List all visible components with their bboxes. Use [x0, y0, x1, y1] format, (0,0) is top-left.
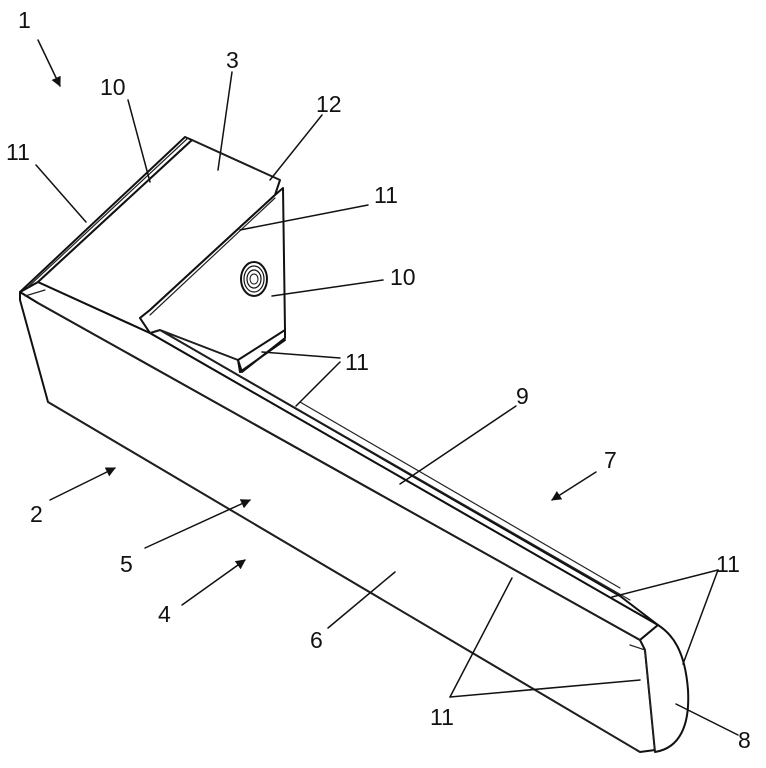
threaded-hole [240, 261, 268, 297]
label-11-inner: 11 [345, 349, 369, 375]
label-11-upper: 11 [374, 182, 398, 208]
label-1: 1 [18, 7, 31, 33]
leader-11-bottom-a [449, 577, 513, 698]
leader-11-inner-b [295, 361, 341, 407]
label-12: 12 [316, 91, 342, 117]
leader-11-inner-a [261, 351, 341, 359]
label-11-left: 11 [6, 139, 30, 165]
reference-labels: 1 10 3 12 11 11 10 11 9 7 2 5 4 6 11 11 … [6, 7, 751, 753]
leader-10-top [127, 99, 151, 183]
leader-lines [35, 39, 739, 736]
label-9: 9 [516, 383, 529, 409]
leader-10-side [271, 279, 384, 297]
label-6: 6 [310, 627, 323, 653]
label-4: 4 [158, 601, 171, 627]
leader-8 [675, 703, 739, 736]
leader-12 [269, 114, 323, 181]
arm-top-chamfer [19, 281, 659, 641]
arm-front-face [19, 291, 656, 753]
leader-7 [551, 471, 597, 501]
label-7: 7 [604, 447, 617, 473]
leader-1 [37, 39, 61, 87]
label-10-side: 10 [390, 264, 416, 290]
leader-3 [217, 71, 233, 171]
leader-2 [49, 467, 116, 501]
leader-11-bottom-b [449, 679, 641, 698]
leader-5 [144, 499, 251, 549]
leader-11-left [35, 164, 87, 223]
label-8: 8 [738, 727, 751, 753]
leader-4 [181, 559, 246, 606]
label-10-top: 10 [100, 74, 126, 100]
leader-6 [327, 571, 396, 629]
label-5: 5 [120, 551, 133, 577]
label-2: 2 [30, 501, 43, 527]
label-3: 3 [226, 47, 239, 73]
label-11-bottom: 11 [430, 704, 454, 730]
leader-9 [399, 405, 517, 485]
leader-11-upper [239, 204, 369, 231]
block-underside [237, 329, 286, 373]
bracket-body [19, 136, 690, 753]
leader-11-end-b [682, 569, 719, 665]
label-11-end: 11 [716, 551, 740, 577]
leader-11-end-a [611, 569, 719, 598]
